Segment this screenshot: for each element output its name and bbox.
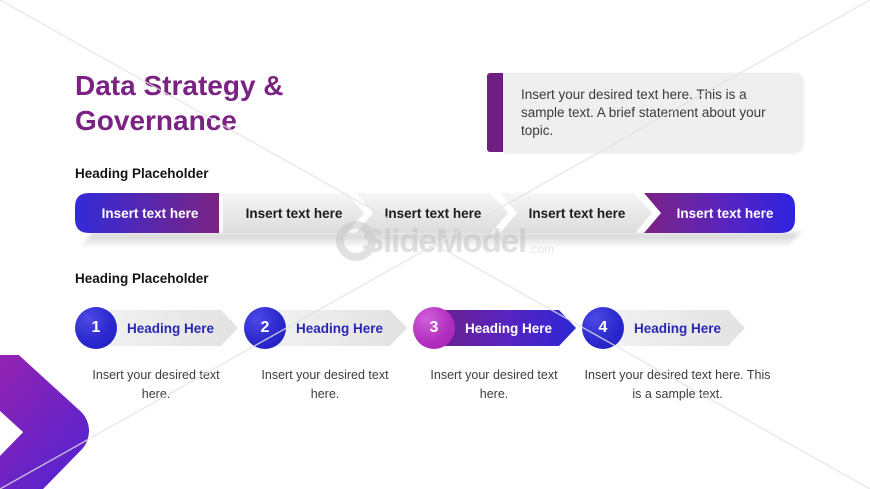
numbered-item-1: 1 Heading Here bbox=[75, 307, 238, 349]
item-heading: Heading Here bbox=[634, 320, 722, 336]
callout: Insert your desired text here. This is a… bbox=[487, 73, 803, 153]
item-heading: Heading Here bbox=[127, 320, 215, 336]
item-description-4: Insert your desired text here. This is a… bbox=[584, 368, 771, 401]
page-title: Data Strategy & Governance bbox=[75, 70, 284, 136]
section1-heading: Heading Placeholder bbox=[75, 166, 209, 181]
numbered-item-3: 3 Heading Here bbox=[413, 307, 576, 349]
item-description-1: Insert your desired text here. bbox=[92, 368, 220, 401]
item-number-badge: 2 bbox=[244, 307, 286, 349]
step-label-3: Insert text here bbox=[385, 206, 482, 221]
numbered-item-4: 4 Heading Here bbox=[582, 307, 745, 349]
process-bar: Insert text here Insert text here Insert… bbox=[75, 193, 795, 233]
callout-accent-bar bbox=[487, 73, 503, 153]
step-label-1: Insert text here bbox=[102, 206, 199, 221]
section2-heading: Heading Placeholder bbox=[75, 271, 209, 286]
item-heading: Heading Here bbox=[465, 320, 553, 336]
step-label-5: Insert text here bbox=[677, 206, 774, 221]
item-description-2: Insert your desired text here. bbox=[261, 368, 389, 401]
numbered-item-2: 2 Heading Here bbox=[244, 307, 407, 349]
item-description-3: Insert your desired text here. bbox=[430, 368, 558, 401]
item-number-badge: 3 bbox=[413, 307, 455, 349]
item-number-badge: 1 bbox=[75, 307, 117, 349]
item-number-badge: 4 bbox=[582, 307, 624, 349]
step-label-2: Insert text here bbox=[246, 206, 343, 221]
callout-text: Insert your desired text here. This is a… bbox=[503, 73, 803, 153]
item-heading: Heading Here bbox=[296, 320, 384, 336]
process-bar-shadow bbox=[79, 233, 800, 248]
step-label-4: Insert text here bbox=[529, 206, 626, 221]
